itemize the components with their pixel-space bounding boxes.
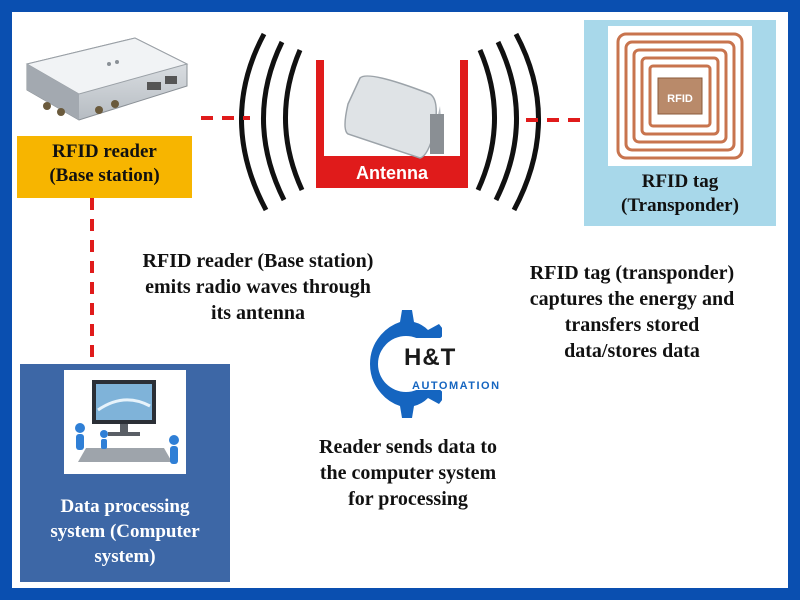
caption-tag-captures-line4: data/stores data [564,340,700,362]
rfid-tag-label: RFID tag (Transponder) [584,170,776,219]
caption-reader-sends: Reader sends data to the computer system… [268,434,548,512]
logo-text-automation: AUTOMATION [412,380,501,392]
rfid-reader-image [17,24,192,132]
caption-tag-captures-line2: captures the energy and [529,288,735,310]
rfid-reader-device-icon [25,37,189,121]
computer-label-line2: system (Computer [50,521,200,543]
caption-tag-captures-line1: RFID tag (transponder) [529,262,735,284]
rfid-chip-label: RFID [667,93,693,105]
antenna-panel-icon [344,75,444,159]
ht-automation-logo: H&T AUTOMATION [362,308,512,420]
caption-reader-emits-line3: its antenna [211,302,305,324]
rfid-reader-label-box: RFID reader (Base station) [17,136,192,198]
caption-reader-emits-line2: emits radio waves through [145,276,371,298]
tag-label-line2: (Transponder) [621,195,739,217]
reader-label-line1: RFID reader [52,141,157,162]
computer-system-label: Data processing system (Computer system) [20,494,230,569]
antenna-label: Antenna [356,163,428,183]
caption-reader-emits: RFID reader (Base station) emits radio w… [98,248,418,326]
caption-reader-sends-line2: the computer system [319,462,497,484]
caption-tag-captures: RFID tag (transponder) captures the ener… [482,260,782,364]
computer-workstation-icon [64,370,186,474]
rfid-tag-coil-icon: RFID [608,26,752,166]
caption-reader-emits-line1: RFID reader (Base station) [142,250,374,272]
rfid-diagram: RFID reader (Base station) Antenna RFID [12,12,788,588]
antenna-graphic [316,60,468,188]
rfid-tag-box: RFID RFID tag (Transponder) [584,20,776,226]
computer-label-line3: system) [94,546,156,568]
tag-label-line1: RFID tag [641,171,719,192]
reader-label-line2: (Base station) [49,165,160,187]
caption-tag-captures-line3: transfers stored [564,314,700,336]
gear-logo-icon [370,310,446,418]
caption-reader-sends-line1: Reader sends data to [319,436,497,458]
computer-label-line1: Data processing [60,496,190,517]
computer-system-box: Data processing system (Computer system) [20,364,230,582]
caption-reader-sends-line3: for processing [348,488,468,510]
logo-text-ht: H&T [404,344,457,371]
